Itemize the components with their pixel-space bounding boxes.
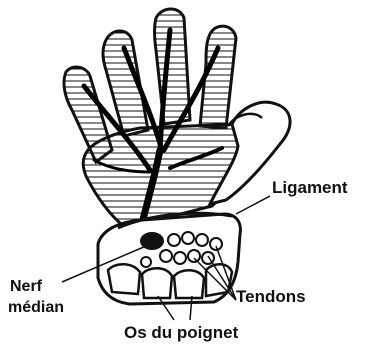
tendon (196, 234, 208, 246)
label-os-du-poignet: Os du poignet (124, 323, 239, 342)
tendon (182, 232, 194, 244)
wrist-cross-section (98, 213, 240, 304)
tendon (168, 234, 180, 246)
ligament-leader (236, 196, 270, 214)
hand-illustration (64, 9, 290, 228)
tendon (141, 257, 151, 267)
tendon (210, 238, 222, 250)
tendon (174, 252, 186, 264)
tendon (160, 250, 172, 262)
label-nerf: Nerf (10, 278, 43, 295)
wrist-bone (142, 268, 172, 298)
tendon (188, 250, 200, 262)
label-ligament: Ligament (272, 178, 348, 197)
wrist-bone (108, 264, 140, 294)
label-tendons: Tendons (236, 287, 306, 306)
label-median: médian (8, 299, 64, 316)
wrist-bone (174, 270, 204, 298)
middle-finger (155, 9, 191, 124)
